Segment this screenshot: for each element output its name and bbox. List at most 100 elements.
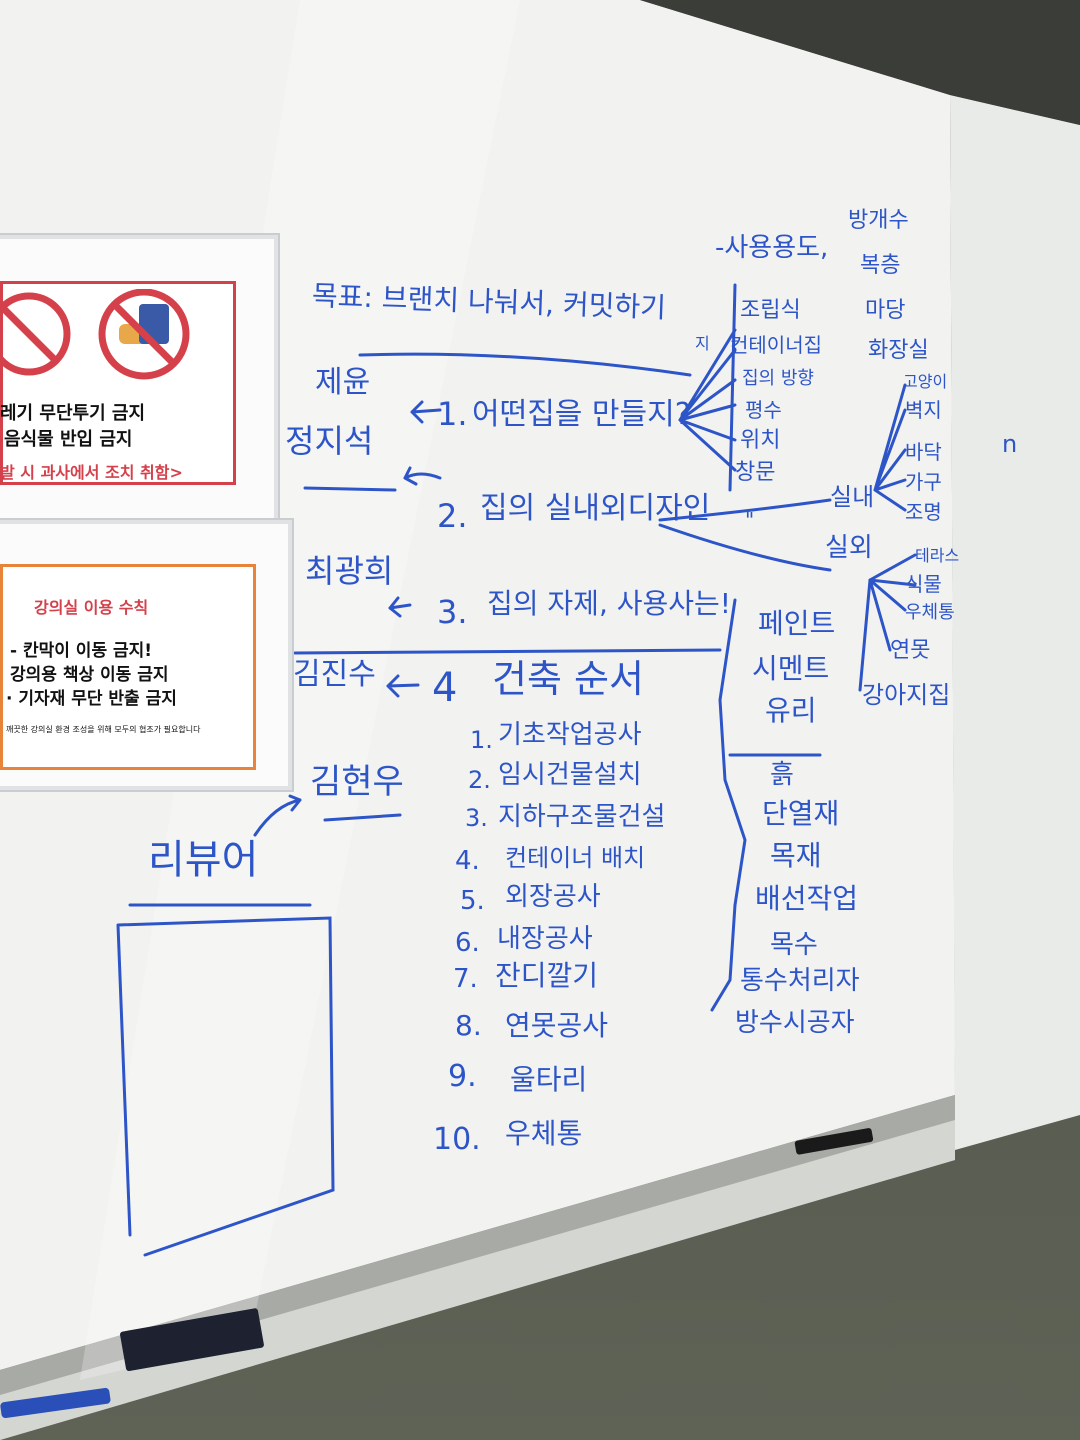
usage-bracket — [728, 283, 737, 492]
marker-tray-lip — [0, 1120, 955, 1440]
exterior-item-3: 우체통 — [905, 602, 955, 623]
interior-item-4: 가구 — [905, 470, 942, 494]
item-3-num: 3. — [437, 593, 468, 631]
sign-line-2: 음식물 반입 금지 — [4, 429, 133, 450]
whiteboard-markers — [0, 1128, 874, 1419]
step-3-text: 지하구조물건설 — [498, 802, 666, 832]
step-7-text: 잔디깔기 — [495, 959, 599, 992]
interior-item-1: 고양이 — [903, 372, 948, 391]
material-3: 유리 — [765, 694, 817, 727]
material-10: 방수시공자 — [735, 1008, 855, 1038]
classroom-rules-sign: 강의실 이용 수칙 - 칸막이 이동 금지! 강의용 책상 이동 금지 · 기자… — [0, 520, 292, 790]
usage-item-4: 평수 — [745, 398, 782, 422]
item-1-num: 1. — [437, 395, 468, 433]
step-5-num: 5. — [460, 886, 485, 916]
rules-border — [0, 564, 256, 770]
step-8-text: 연못공사 — [505, 1009, 609, 1042]
step-10-num: 10. — [433, 1122, 481, 1157]
name-choegwanghui: 최광희 — [305, 552, 394, 590]
divider-line — [293, 648, 722, 655]
interior-fan — [873, 383, 907, 512]
step-6-text: 내장공사 — [497, 924, 593, 954]
right-col-4: 화장실 — [868, 338, 929, 363]
step-6-num: 6. — [455, 928, 480, 958]
materials-bracket — [710, 598, 747, 1012]
exterior-item-5: 강아지집 — [862, 681, 951, 709]
no-littering-icon — [0, 292, 71, 376]
material-5: 단열재 — [762, 797, 840, 830]
material-9: 통수처리자 — [740, 966, 860, 996]
step-2-text: 임시건물설치 — [498, 760, 642, 790]
rules-title: 강의실 이용 수칙 — [34, 598, 149, 617]
exterior-label: 실외 — [825, 533, 873, 563]
interior-item-2: 벽지 — [905, 398, 942, 422]
rules-item-2: 강의용 책상 이동 금지 — [10, 665, 169, 685]
item-2-text: 집의 실내외디자인 — [480, 491, 711, 526]
step-1-text: 기초작업공사 — [498, 720, 642, 750]
interior-item-5: 조명 — [905, 500, 942, 524]
link-interior — [658, 498, 832, 522]
right-col-3: 마당 — [865, 298, 906, 323]
no-trash-sign: 레기 무단투기 금지 음식물 반입 금지 발 시 과사에서 조치 취함> — [0, 235, 278, 525]
name-gimjinsu: 김진수 — [293, 657, 376, 692]
step-5-text: 외장공사 — [505, 882, 601, 912]
sign-line-1: 레기 무단투기 금지 — [0, 403, 146, 424]
step-9-num: 9. — [448, 1059, 477, 1094]
step-1-num: 1. — [470, 726, 493, 754]
link-exterior — [658, 523, 832, 572]
step-4-text: 컨테이너 배치 — [505, 844, 646, 872]
prohibition-icons — [0, 289, 190, 380]
material-1: 페인트 — [758, 607, 836, 640]
step-8-num: 8. — [455, 1009, 482, 1042]
right-col-2: 복층 — [860, 253, 901, 278]
usage-header: -사용용도, — [715, 233, 829, 263]
name-gimhyeonu: 김현우 — [310, 762, 404, 802]
usage-item-6: 창문 — [735, 460, 776, 485]
material-6: 목재 — [770, 839, 822, 872]
reviewer-box — [116, 916, 335, 1257]
usage-item-1: 조립식 — [740, 298, 801, 323]
step-7-num: 7. — [453, 964, 478, 994]
item-4-num: 4 — [432, 665, 458, 711]
sign-border — [0, 281, 236, 485]
exterior-item-2: 식물 — [905, 572, 942, 596]
arrow-2 — [403, 466, 442, 486]
black-marker — [794, 1128, 874, 1155]
ditto-mark: " — [745, 508, 755, 532]
interior-item-3: 바닥 — [905, 440, 942, 464]
sign-line-3: 발 시 과사에서 조치 취함> — [0, 463, 183, 482]
usage-item-5: 위치 — [740, 428, 781, 453]
glare — [80, 0, 520, 1380]
right-col-1: 방개수 — [848, 208, 909, 233]
step-4-num: 4. — [455, 846, 480, 876]
step-9-text: 울타리 — [510, 1063, 588, 1096]
material-7: 배선작업 — [755, 882, 859, 915]
board-top-frame — [640, 0, 1080, 125]
exterior-item-4: 연못 — [890, 638, 931, 663]
arrow-3 — [388, 596, 412, 618]
reviewer-label: 리뷰어 — [148, 837, 259, 883]
name-jeyun: 제윤 — [315, 365, 371, 400]
rules-item-3: · 기자재 무단 반출 금지 — [6, 689, 177, 709]
item-4-text: 건축 순서 — [492, 657, 644, 701]
item-3-text: 집의 자제, 사용사는! — [487, 587, 732, 620]
no-food-icon — [98, 289, 190, 380]
item-2-num: 2. — [437, 497, 468, 535]
arrow-1 — [410, 400, 442, 424]
arrow-reviewer — [253, 794, 302, 837]
step-3-num: 3. — [465, 804, 488, 832]
material-2: 시멘트 — [752, 652, 830, 685]
rules-footer: 깨끗한 강의실 환경 조성을 위해 모두의 협조가 필요합니다 — [6, 725, 201, 734]
material-4: 흙 — [770, 760, 794, 790]
arrow-4 — [386, 674, 420, 698]
name-underline-kim — [323, 813, 402, 822]
exterior-item-1: 테라스 — [915, 546, 960, 565]
side-mark: n — [1002, 430, 1018, 458]
interior-label: 실내 — [830, 483, 875, 511]
material-8: 목수 — [770, 930, 818, 960]
goal-underline — [358, 352, 692, 377]
step-10-text: 우체통 — [505, 1117, 583, 1150]
step-2-num: 2. — [468, 766, 491, 794]
goal-suffix: 지 — [695, 334, 710, 353]
name-jeongjiseok: 정지석 — [285, 422, 374, 460]
